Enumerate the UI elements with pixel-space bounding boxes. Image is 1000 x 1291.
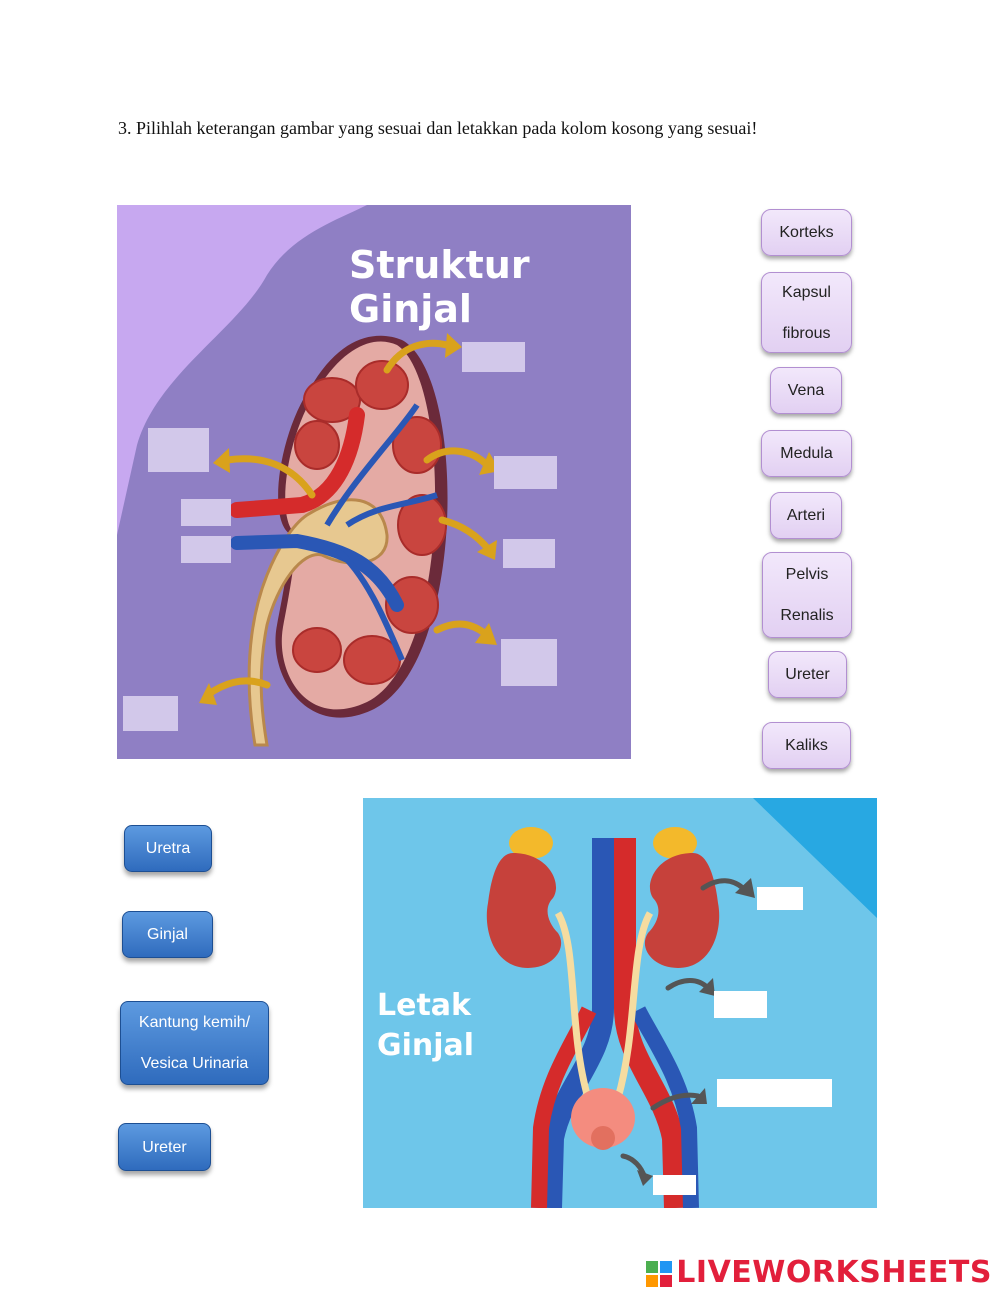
drop-zone-6[interactable] (503, 539, 555, 568)
drop-zone-letak-1[interactable] (757, 887, 803, 910)
option-arteri[interactable]: Arteri (770, 492, 842, 539)
letak-title-line2: Ginjal (377, 1028, 475, 1063)
option-uretra[interactable]: Uretra (124, 825, 212, 872)
drop-zone-7[interactable] (501, 639, 557, 686)
kidney-location-image: Letak Ginjal (363, 798, 877, 1208)
kidney-structure-image: Struktur Ginjal (117, 205, 631, 759)
drop-zone-1[interactable] (462, 342, 525, 372)
letak-title-line1: Letak (377, 988, 471, 1023)
option-korteks[interactable]: Korteks (761, 209, 852, 256)
liveworksheets-brand: LIVEWORKSHEETS (646, 1255, 992, 1290)
drop-zone-letak-2[interactable] (714, 991, 767, 1018)
option-ureter-purple[interactable]: Ureter (768, 651, 847, 698)
drop-zone-5[interactable] (181, 536, 231, 563)
option-kantung-kemih[interactable]: Kantung kemih/Vesica Urinaria (120, 1001, 269, 1085)
struktur-title: Struktur Ginjal (349, 243, 530, 331)
liveworksheets-logo-icon (646, 1260, 673, 1287)
drop-zone-8[interactable] (123, 696, 178, 731)
option-ureter-blue[interactable]: Ureter (118, 1123, 211, 1171)
drop-zone-letak-3[interactable] (717, 1079, 832, 1107)
option-ginjal[interactable]: Ginjal (122, 911, 213, 958)
drop-zone-letak-4[interactable] (653, 1175, 696, 1195)
instruction-text: 3. Pilihlah keterangan gambar yang sesua… (118, 118, 758, 138)
drop-zone-2[interactable] (148, 428, 209, 472)
option-vena[interactable]: Vena (770, 367, 842, 414)
brand-text: LIVEWORKSHEETS (676, 1255, 992, 1290)
urinary-system-illustration (363, 798, 877, 1208)
option-medula[interactable]: Medula (761, 430, 852, 477)
option-kaliks[interactable]: Kaliks (762, 722, 851, 769)
letak-title: Letak Ginjal (377, 986, 474, 1066)
drop-zone-4[interactable] (181, 499, 231, 526)
drop-zone-3[interactable] (494, 456, 557, 489)
